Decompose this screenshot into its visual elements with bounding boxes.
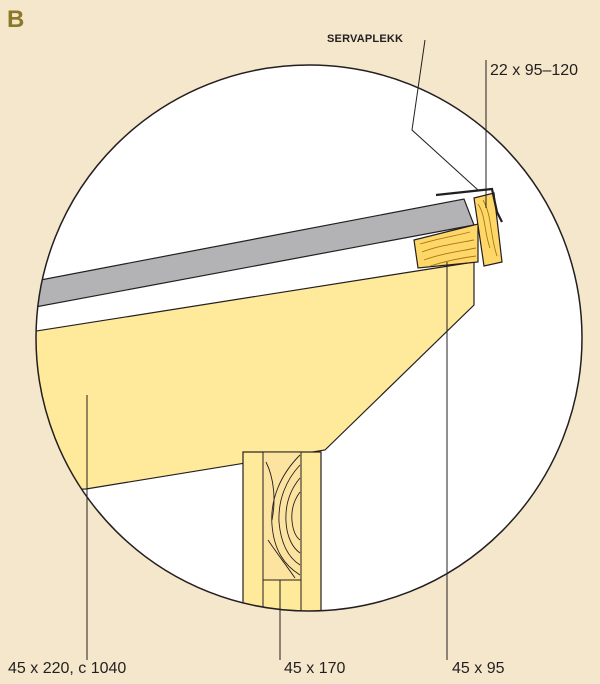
figure-letter: B [7,6,25,33]
rafter-dimension-label: 45 x 220, c 1040 [8,660,127,677]
lath-grain-lines [419,231,477,267]
servaplekk-label: SERVAPLEKK [327,33,404,45]
fascia-grain-lines [477,199,498,257]
lath [413,223,479,269]
lath-dimension-label: 45 x 95 [452,660,505,677]
edge-flashing [435,187,503,223]
post-grain-lines [265,454,301,579]
post-dimension-label: 45 x 170 [284,660,346,677]
leader-lines [86,39,487,660]
fascia-dimension-label: 22 x 95–120 [490,62,579,79]
detail-contents [36,198,475,611]
leader-servaplekk [411,39,479,191]
post-end-grain [262,451,302,581]
detail-circle-outline [35,64,583,612]
